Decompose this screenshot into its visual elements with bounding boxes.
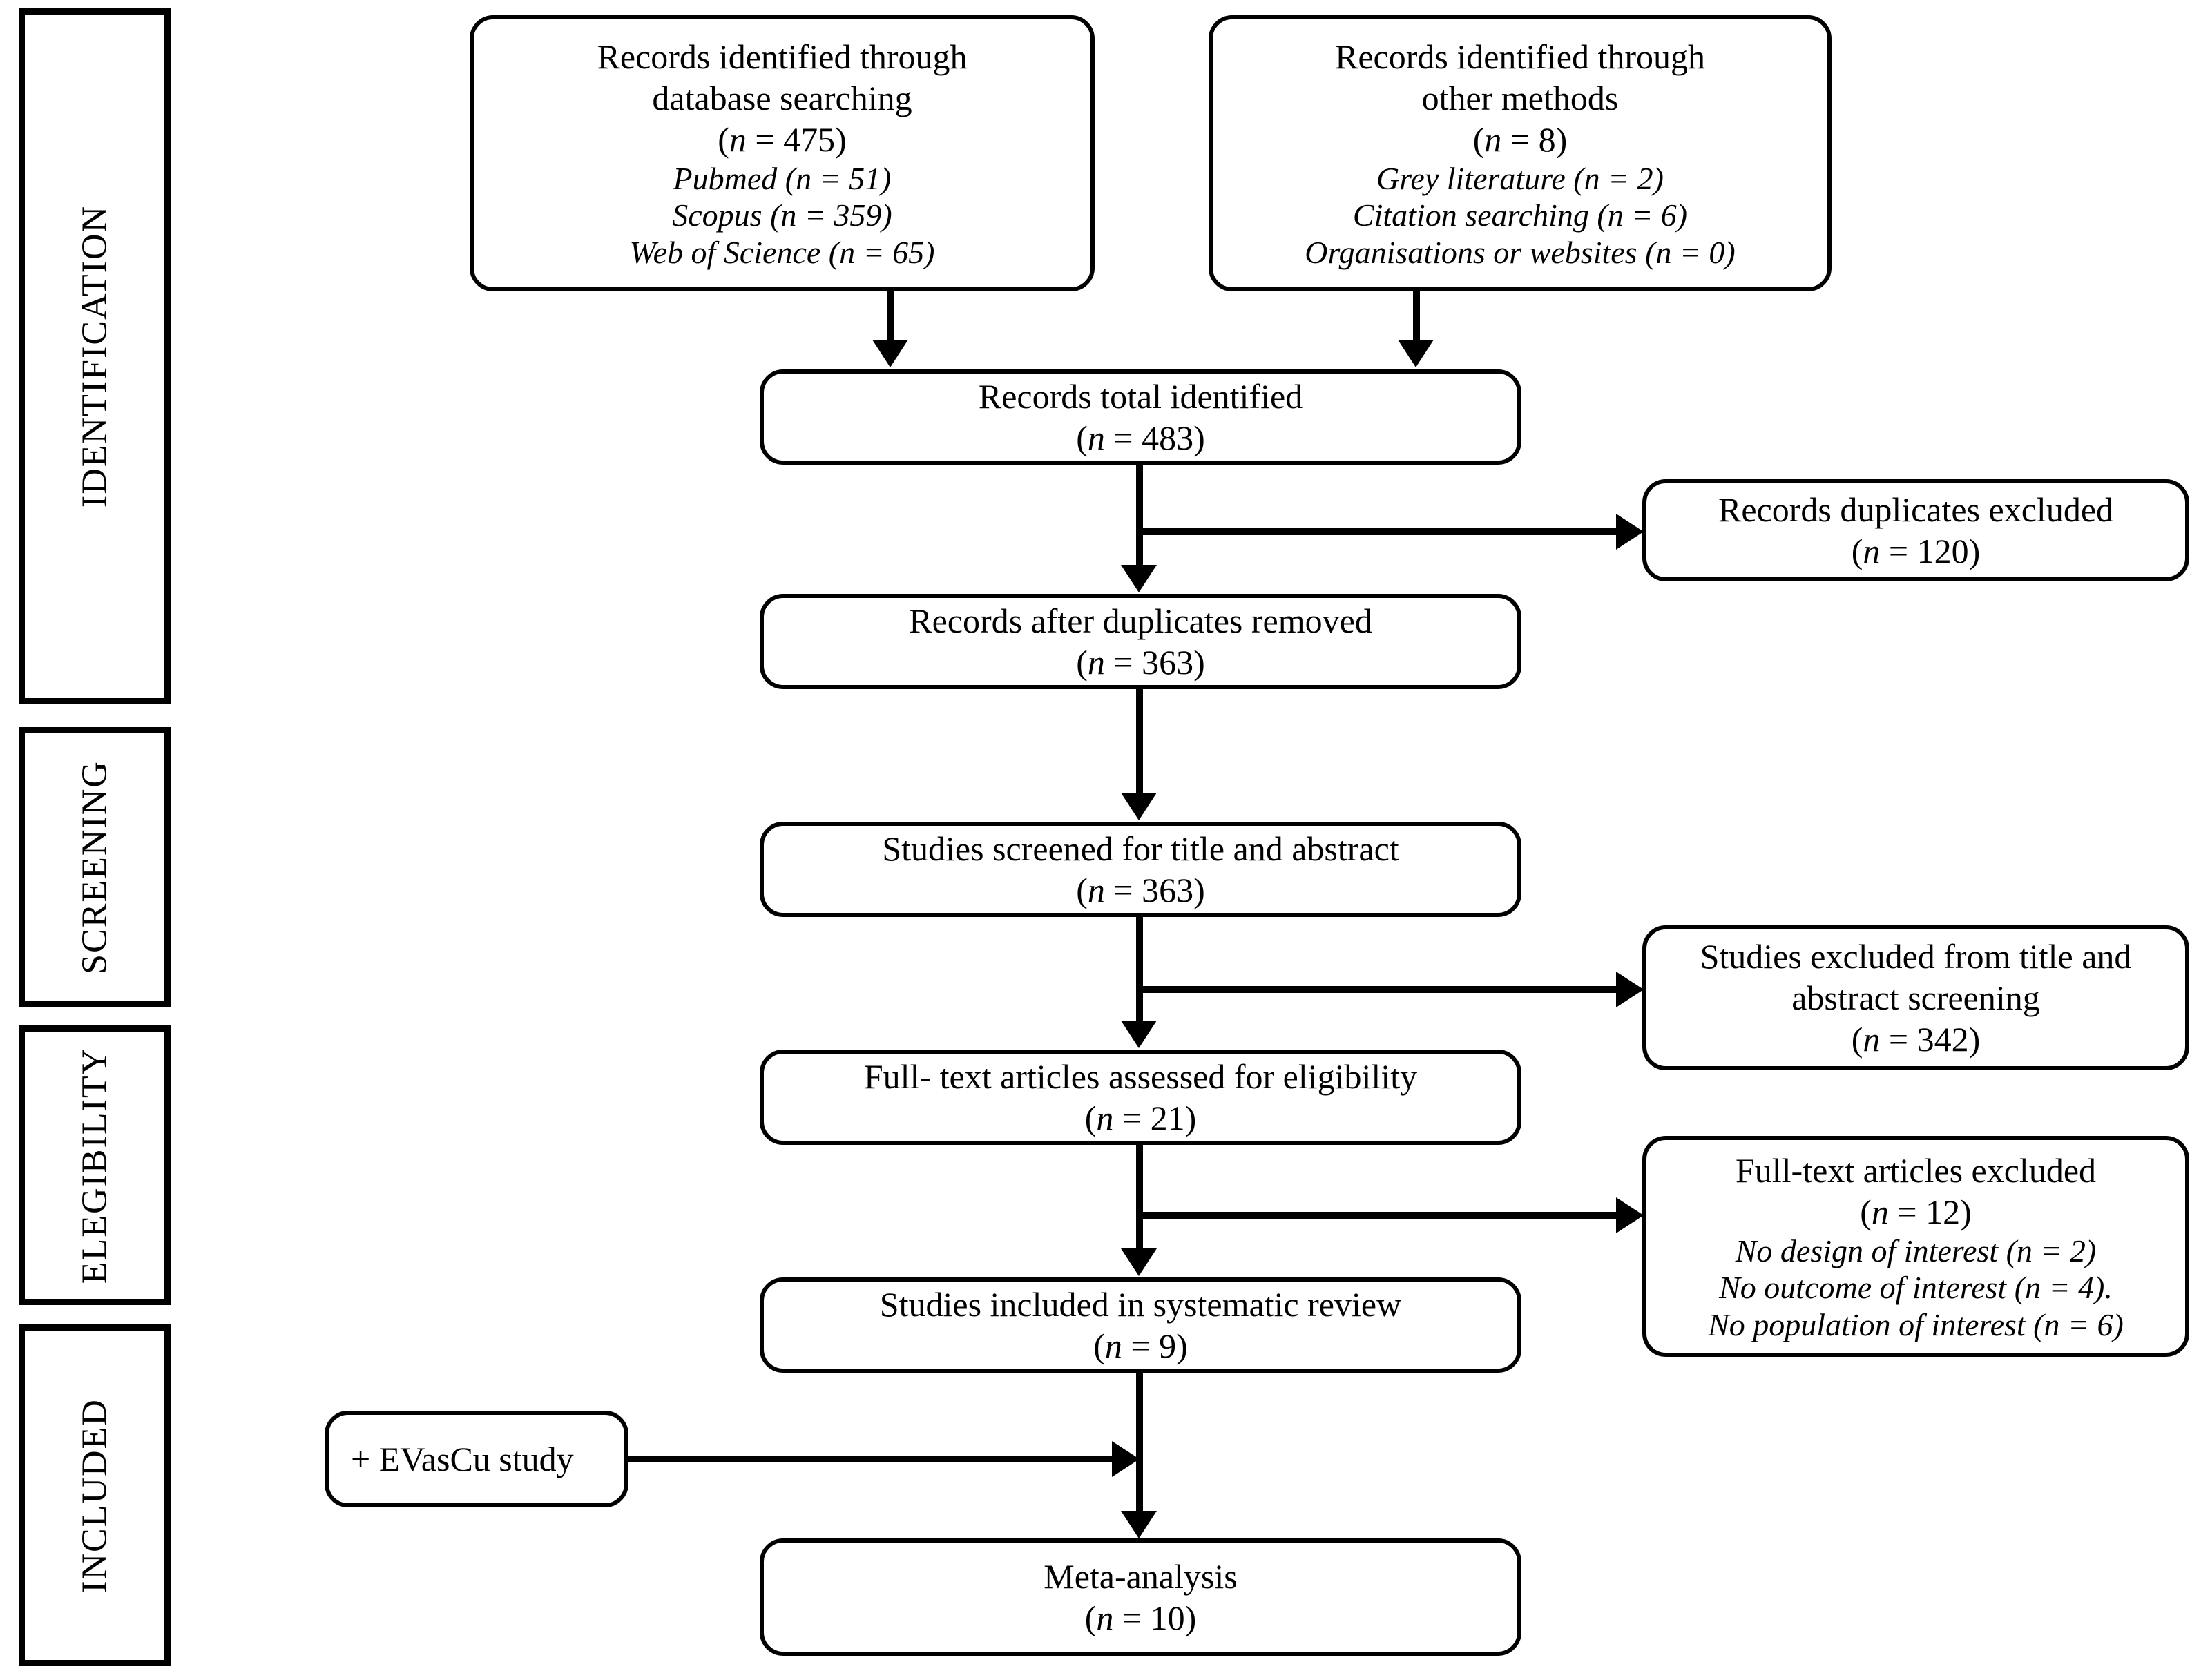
node-db-line1: Records identified through	[597, 37, 968, 76]
node-screened-line1: Studies screened for title and abstract	[882, 829, 1399, 868]
node-included-systematic-review: Studies included in systematic review (n…	[760, 1277, 1521, 1373]
node-afterdup-count: (n = 363)	[1076, 643, 1205, 682]
stage-box-identification: IDENTIFICATION	[19, 8, 171, 704]
node-fulltext-excluded: Full-text articles excluded (n = 12) No …	[1642, 1136, 2189, 1357]
connector-screened-to-fulltext	[1136, 917, 1143, 1024]
connector-screened-to-excluded	[1136, 986, 1620, 993]
node-other-line1: Records identified through	[1335, 37, 1705, 76]
node-total-line1: Records total identified	[978, 377, 1303, 416]
stage-box-included: INCLUDED	[19, 1324, 171, 1666]
node-screened-count: (n = 363)	[1076, 871, 1205, 909]
node-dupexcl-count: (n = 120)	[1851, 532, 1981, 570]
node-other-sub-grey: Grey literature (n = 2)	[1376, 160, 1664, 196]
node-other-count: (n = 8)	[1472, 119, 1568, 159]
arrow-other-to-total	[1398, 340, 1434, 367]
arrow-to-fulltext-excluded	[1616, 1197, 1644, 1233]
node-excluded-title-abstract: Studies excluded from title and abstract…	[1642, 925, 2189, 1070]
node-ftexcl-count: (n = 12)	[1860, 1192, 1972, 1231]
node-ftassessed-line1: Full- text articles assessed for eligibi…	[863, 1057, 1418, 1096]
connector-total-to-afterdup	[1136, 465, 1143, 568]
arrow-fulltext-to-included	[1121, 1248, 1157, 1276]
node-other-methods: Records identified through other methods…	[1209, 15, 1832, 291]
arrow-included-to-meta	[1121, 1511, 1157, 1538]
node-afterdup-line1: Records after duplicates removed	[909, 601, 1372, 640]
arrow-evascu-to-meta	[1112, 1441, 1140, 1477]
node-db-sub-scopus: Scopus (n = 359)	[672, 197, 892, 233]
node-total-count: (n = 483)	[1076, 418, 1205, 457]
node-ftexcl-sub-design: No design of interest (n = 2)	[1735, 1233, 2097, 1268]
node-exclta-line2: abstract screening	[1791, 978, 2040, 1017]
stage-label-screening: SCREENING	[75, 760, 115, 974]
node-db-sub-wos: Web of Science (n = 65)	[629, 234, 935, 270]
arrow-total-to-afterdup	[1121, 565, 1157, 592]
stage-box-screening: SCREENING	[19, 727, 171, 1007]
arrow-to-duplicates-excluded	[1616, 514, 1644, 550]
node-fulltext-assessed: Full- text articles assessed for eligibi…	[760, 1050, 1521, 1145]
connector-total-to-duplicates	[1136, 528, 1620, 535]
node-ftassessed-count: (n = 21)	[1084, 1099, 1197, 1137]
node-duplicates-excluded: Records duplicates excluded (n = 120)	[1642, 479, 2189, 581]
connector-included-to-meta	[1136, 1373, 1143, 1514]
arrow-afterdup-to-screened	[1121, 793, 1157, 820]
arrow-screened-to-fulltext	[1121, 1021, 1157, 1048]
node-db-count: (n = 475)	[718, 119, 847, 159]
connector-afterdup-to-screened	[1136, 689, 1143, 796]
stage-label-elegibility: ELEGIBILITY	[75, 1047, 115, 1284]
node-meta-analysis: Meta-analysis (n = 10)	[760, 1538, 1521, 1656]
node-evascu-study: + EVasCu study	[325, 1411, 628, 1507]
node-db-line2: database searching	[652, 78, 912, 117]
node-meta-count: (n = 10)	[1084, 1599, 1197, 1637]
node-incl-line1: Studies included in systematic review	[879, 1285, 1402, 1324]
node-other-line2: other methods	[1421, 78, 1619, 117]
connector-evascu-to-meta	[628, 1456, 1115, 1462]
connector-db-to-total	[887, 291, 894, 343]
node-studies-screened: Studies screened for title and abstract …	[760, 822, 1521, 917]
node-ftexcl-sub-population: No population of interest (n = 6)	[1708, 1306, 2124, 1342]
stage-label-included: INCLUDED	[75, 1398, 115, 1593]
node-exclta-line1: Studies excluded from title and	[1700, 937, 2132, 976]
node-db-sub-pubmed: Pubmed (n = 51)	[673, 160, 892, 196]
node-exclta-count: (n = 342)	[1851, 1020, 1981, 1059]
connector-fulltext-to-included	[1136, 1145, 1143, 1252]
node-other-sub-orgs: Organisations or websites (n = 0)	[1305, 234, 1736, 270]
node-incl-count: (n = 9)	[1093, 1326, 1188, 1365]
node-meta-line1: Meta-analysis	[1044, 1557, 1238, 1596]
arrow-to-excluded-title-abstract	[1616, 972, 1644, 1007]
node-ftexcl-line1: Full-text articles excluded	[1735, 1150, 2097, 1190]
node-records-total-identified: Records total identified (n = 483)	[760, 369, 1521, 465]
node-dupexcl-line1: Records duplicates excluded	[1718, 490, 2114, 529]
node-ftexcl-sub-outcome: No outcome of interest (n = 4).	[1719, 1270, 2113, 1306]
node-database-searching: Records identified through database sear…	[470, 15, 1095, 291]
node-after-duplicates-removed: Records after duplicates removed (n = 36…	[760, 594, 1521, 689]
connector-other-to-total	[1413, 291, 1420, 343]
stage-box-elegibility: ELEGIBILITY	[19, 1025, 171, 1305]
arrow-db-to-total	[872, 340, 908, 367]
connector-fulltext-to-excluded	[1136, 1212, 1620, 1219]
stage-label-identification: IDENTIFICATION	[75, 204, 115, 508]
node-evascu-line1: + EVasCu study	[351, 1440, 574, 1478]
node-other-sub-citation: Citation searching (n = 6)	[1352, 197, 1688, 233]
